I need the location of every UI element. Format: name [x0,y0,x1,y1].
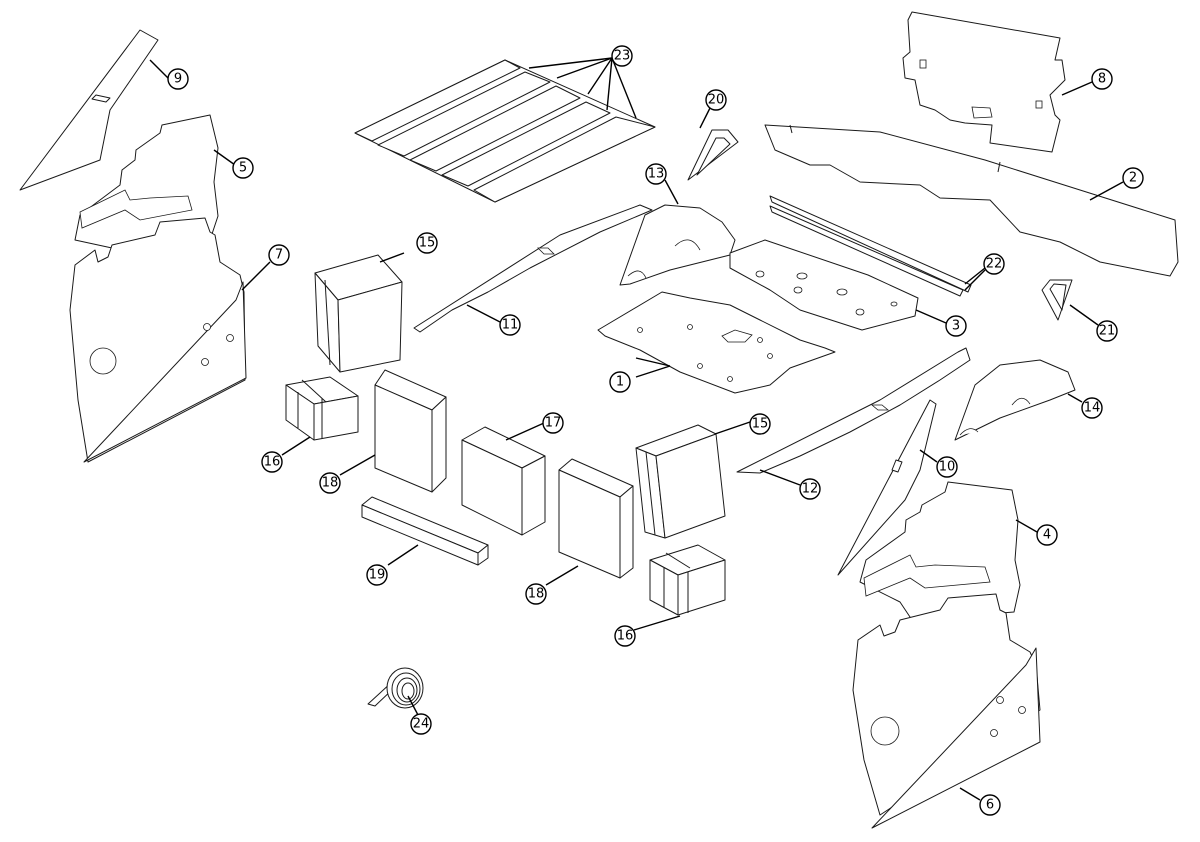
callout-11-label: 11 [502,318,519,333]
callout-16-b: 16 [614,625,636,647]
callout-14-label: 14 [1084,401,1101,416]
callout-15-a-label: 15 [419,236,436,251]
callout-12: 12 [799,478,821,500]
callout-6: 6 [979,794,1001,816]
part-16-blocks-right [649,544,726,616]
part-13-panel [619,204,736,286]
part-11-panel [413,204,653,333]
callout-17-label: 17 [545,416,562,431]
part-9-panel [19,29,159,191]
callout-22: 22 [983,253,1005,275]
callout-21: 21 [1096,320,1118,342]
callout-7-label: 7 [275,248,283,263]
part-23-roof-strips [354,59,656,203]
callout-2-label: 2 [1129,171,1137,186]
callout-18-a: 18 [319,472,341,494]
callout-8: 8 [1091,68,1113,90]
callout-6-label: 6 [986,798,994,813]
callout-23: 23 [611,45,633,67]
callout-10: 10 [936,456,958,478]
callout-15-b-label: 15 [752,417,769,432]
callout-11: 11 [499,314,521,336]
callout-21-label: 21 [1099,324,1116,339]
callout-17: 17 [542,412,564,434]
part-22-strip [769,195,972,297]
callout-9: 9 [167,68,189,90]
part-12-panel [736,347,971,474]
callout-15-b: 15 [749,413,771,435]
part-16-blocks-left [285,376,359,441]
part-15-block-left [314,254,403,373]
callout-2: 2 [1122,167,1144,189]
callout-13: 13 [645,163,667,185]
part-8-panel [902,11,1066,153]
callout-18-a-label: 18 [322,476,339,491]
part-2-panel [764,124,1179,277]
callout-9-label: 9 [174,72,182,87]
callout-18-b-label: 18 [528,587,545,602]
callout-15-a: 15 [416,232,438,254]
part-10-panel [837,399,937,576]
leader-lines [149,57,1124,801]
part-17-block [461,426,546,536]
callout-22-label: 22 [986,257,1003,272]
callout-20: 20 [705,89,727,111]
part-7-panel [69,217,247,463]
callout-10-label: 10 [939,460,956,475]
part-15-block-right [635,424,726,539]
callout-19: 19 [366,564,388,586]
part-14-panel [954,359,1076,441]
part-19-bar [361,496,489,566]
callout-5: 5 [232,157,254,179]
part-6-panel [852,593,1041,829]
part-3-panel [729,239,919,331]
callout-16-b-label: 16 [617,629,634,644]
callout-1-label: 1 [616,375,624,390]
callout-24: 24 [410,713,432,735]
callout-16-a-label: 16 [264,455,281,470]
callout-3-label: 3 [952,319,960,334]
callout-5-label: 5 [239,161,247,176]
callout-14: 14 [1081,397,1103,419]
part-18-block-left [374,369,447,493]
callout-4: 4 [1036,524,1058,546]
part-24-tape-roll [367,667,424,709]
part-21-seal [1041,279,1073,321]
callout-16-a: 16 [261,451,283,473]
callout-7: 7 [268,244,290,266]
callout-1: 1 [609,371,631,393]
callout-8-label: 8 [1098,72,1106,87]
callout-20-label: 20 [708,93,725,108]
callout-18-b: 18 [525,583,547,605]
callout-19-label: 19 [369,568,386,583]
part-20-seal [687,129,739,181]
callout-3: 3 [945,315,967,337]
part-1-panel [597,291,836,394]
callout-12-label: 12 [802,482,819,497]
part-18-block-right [558,458,634,579]
callout-13-label: 13 [648,167,665,182]
callout-4-label: 4 [1043,528,1051,543]
callout-23-label: 23 [614,49,631,64]
callout-24-label: 24 [413,717,430,732]
